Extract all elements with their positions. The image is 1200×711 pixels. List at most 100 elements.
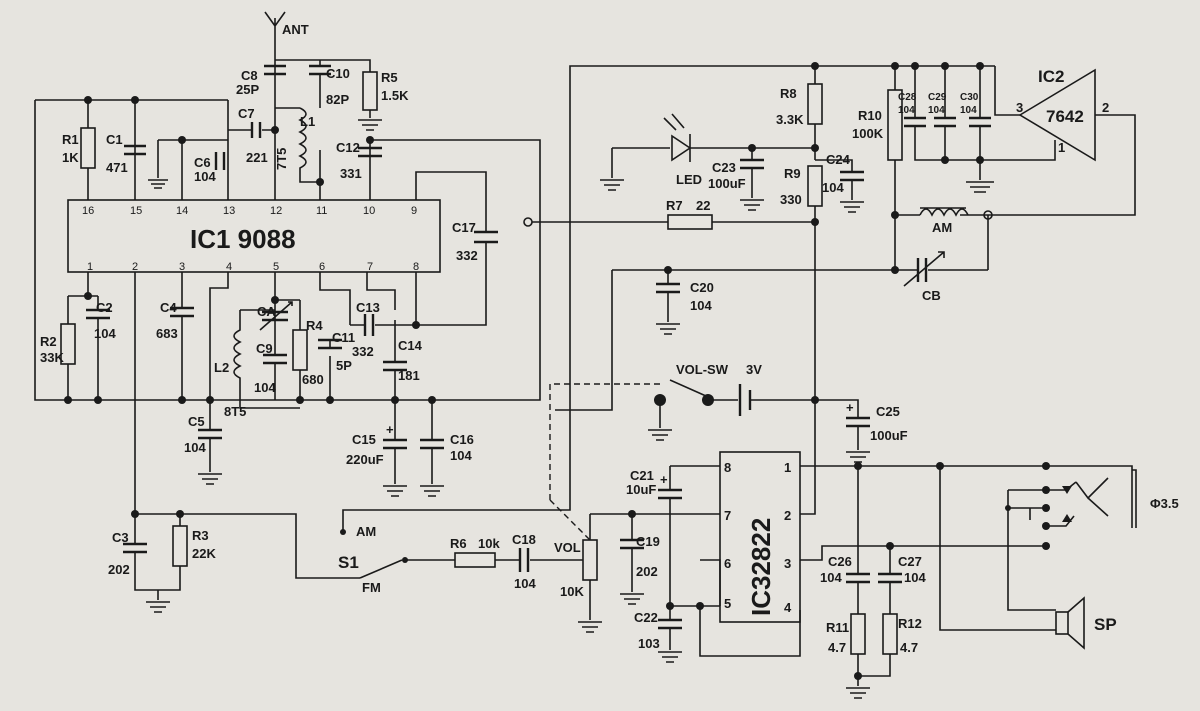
r10-value: 100K xyxy=(852,126,884,141)
vol-potentiometer xyxy=(582,539,598,581)
r5-value: 1.5K xyxy=(381,88,409,103)
ic1-pin-14: 14 xyxy=(176,205,188,217)
battery-3v xyxy=(738,384,752,416)
r7-value: 22 xyxy=(696,198,710,213)
c22-capacitor xyxy=(658,618,682,630)
ground-c6 xyxy=(148,139,228,189)
c16-label: C16 xyxy=(450,432,474,447)
c23-capacitor xyxy=(740,158,764,170)
s1-fm-label: FM xyxy=(362,580,381,595)
ic1-pin-2: 2 xyxy=(132,261,138,273)
ic2-pin-1: 1 xyxy=(1058,140,1065,155)
led-diode-icon xyxy=(671,134,692,162)
led-label: LED xyxy=(676,172,702,187)
ic2-value: 7642 xyxy=(1046,107,1084,126)
c27-value: 104 xyxy=(904,570,926,585)
ic3-pin-1: 1 xyxy=(784,460,791,475)
r3-resistor xyxy=(172,525,188,567)
c7-capacitor xyxy=(250,122,262,138)
c24-label: C24 xyxy=(826,152,851,167)
r1-resistor xyxy=(80,127,96,169)
c19-value: 202 xyxy=(636,564,658,579)
c19-capacitor xyxy=(620,538,644,550)
ic2-pin-2: 2 xyxy=(1102,100,1109,115)
ant-label: ANT xyxy=(282,22,309,37)
r1-label: R1 xyxy=(62,132,79,147)
ic3-pin-2: 2 xyxy=(784,508,791,523)
ic1-pin-7: 7 xyxy=(367,261,373,273)
c28-capacitor xyxy=(904,116,926,128)
ic1-pin-6: 6 xyxy=(319,261,325,273)
l2-label: L2 xyxy=(214,360,229,375)
vol-sw-switch xyxy=(648,379,815,441)
c21-capacitor xyxy=(658,488,682,500)
l1-value: 7T5 xyxy=(274,148,289,170)
l1-label: L1 xyxy=(300,114,315,129)
c21-label: C21 xyxy=(630,468,654,483)
r5-label: R5 xyxy=(381,70,398,85)
c11-capacitor xyxy=(318,338,342,350)
battery-label: 3V xyxy=(746,362,762,377)
ic1-pin-13: 13 xyxy=(223,205,235,217)
ic1-pin-9: 9 xyxy=(411,205,417,217)
c26-label: C26 xyxy=(828,554,852,569)
ic1-pin-15: 15 xyxy=(130,205,142,217)
vol-value: 10K xyxy=(560,584,584,599)
c9-capacitor xyxy=(263,353,287,365)
r2-label: R2 xyxy=(40,334,57,349)
c11-value: 5P xyxy=(336,358,352,373)
sp-label: SP xyxy=(1094,615,1117,634)
c15-label: C15 xyxy=(352,432,376,447)
ic2-label: IC2 xyxy=(1038,67,1064,86)
r9-value: 330 xyxy=(780,192,802,207)
c18-value: 104 xyxy=(514,576,536,591)
c23-value: 100uF xyxy=(708,176,746,191)
c12-capacitor xyxy=(358,146,382,158)
c4-capacitor xyxy=(170,306,194,318)
c7-value: 221 xyxy=(246,150,268,165)
ic3-pin-6: 6 xyxy=(724,556,731,571)
ic3-pin-4: 4 xyxy=(784,600,792,615)
r11-resistor xyxy=(850,613,866,655)
l2-value: 8T5 xyxy=(224,404,246,419)
r3-value: 22K xyxy=(192,546,216,561)
r6-label: R6 xyxy=(450,536,467,551)
ic2-pin-3: 3 xyxy=(1016,100,1023,115)
ic1-pin-5: 5 xyxy=(273,261,279,273)
ic1-pin-11: 11 xyxy=(316,205,327,217)
s1-switch xyxy=(342,65,995,579)
c23-label: C23 xyxy=(712,160,736,175)
c6-capacitor xyxy=(214,152,226,170)
ic1-pin-4: 4 xyxy=(226,261,232,273)
ic3-pin-3: 3 xyxy=(784,556,791,571)
ground-r5 xyxy=(358,119,382,131)
c17-capacitor xyxy=(474,230,498,244)
ic1-pin-16: 16 xyxy=(82,205,94,217)
c9-value: 104 xyxy=(254,380,276,395)
am-coil-label: AM xyxy=(932,220,952,235)
ic1-pin-12: 12 xyxy=(270,205,282,217)
c29-label: C29 xyxy=(928,92,947,103)
c12-value: 331 xyxy=(340,166,362,181)
r9-resistor xyxy=(807,165,823,207)
c10-label: C10 xyxy=(326,66,350,81)
r6-value: 10k xyxy=(478,536,500,551)
r12-value: 4.7 xyxy=(900,640,918,655)
c20-capacitor xyxy=(656,282,680,294)
c2-value: 104 xyxy=(94,326,116,341)
s1-label: S1 xyxy=(338,553,359,572)
r3-label: R3 xyxy=(192,528,209,543)
c24-value: 104 xyxy=(822,180,844,195)
c16-capacitor xyxy=(420,438,444,450)
led-emission-icon xyxy=(663,113,685,131)
ic1-label: IC1 9088 xyxy=(190,224,296,254)
c14-value: 181 xyxy=(398,368,420,383)
c8-value: 25P xyxy=(236,82,259,97)
c12-label: C12 xyxy=(336,140,360,155)
c29-capacitor xyxy=(934,116,956,128)
c6-label: C6 xyxy=(194,155,211,170)
svg-text:+: + xyxy=(386,422,394,437)
ic1-pin-8: 8 xyxy=(413,261,419,273)
cb-label: CB xyxy=(922,288,941,303)
s1-am-label: AM xyxy=(356,524,376,539)
